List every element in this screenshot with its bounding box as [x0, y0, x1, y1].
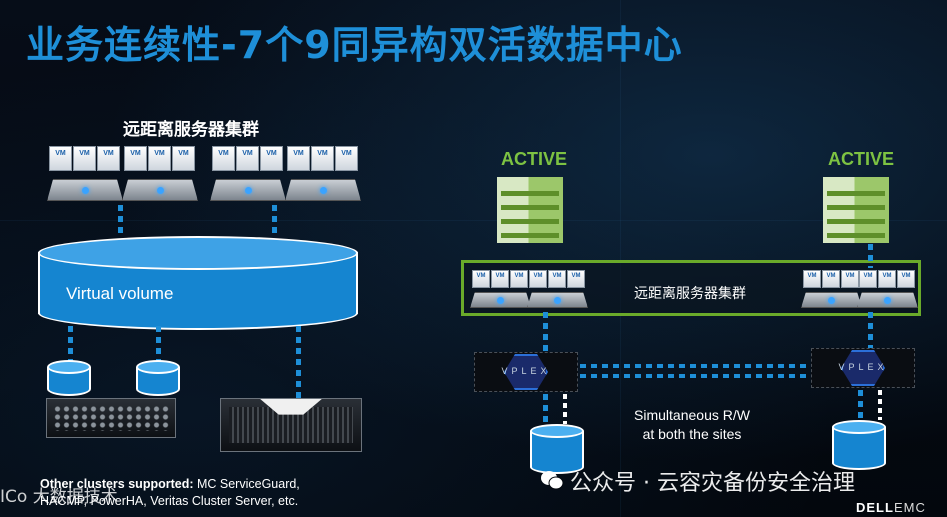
- vm-icon: VM: [260, 146, 283, 171]
- building-icon: [823, 177, 889, 243]
- grid-line: [0, 220, 947, 221]
- vm-icon: VM: [878, 270, 896, 288]
- vm-icon: VM: [859, 270, 877, 288]
- dell-emc-logo: DELLEMC: [856, 500, 926, 515]
- vm-icon: VM: [311, 146, 334, 171]
- disk-icon: [47, 360, 91, 396]
- vplex-label: VPLEX: [838, 362, 888, 372]
- vplex-appliance-left: VPLEX: [474, 352, 578, 392]
- virtual-volume: Virtual volume: [38, 236, 358, 330]
- connector-line: [878, 390, 882, 420]
- other-clusters-line2: HACMP, PowerHA, Veritas Cluster Server, …: [40, 494, 299, 508]
- vm-icon: VM: [567, 270, 585, 288]
- vm-icon: VM: [529, 270, 547, 288]
- vm-icon: VM: [212, 146, 235, 171]
- corner-watermark: ICo 大数据技术: [0, 487, 118, 507]
- connector-line: [868, 312, 873, 352]
- sim-line2: at both the sites: [642, 426, 742, 442]
- server-icon: [801, 292, 862, 308]
- simultaneous-rw-note: Simultaneous R/W at both the sites: [612, 406, 772, 444]
- grid-line: [620, 0, 621, 517]
- connector-line: [543, 394, 548, 424]
- vm-icon: VM: [97, 146, 120, 171]
- cluster-title: 远距离服务器集群: [123, 120, 259, 140]
- vm-icon: VM: [472, 270, 490, 288]
- wechat-icon: [541, 471, 564, 490]
- other-clusters-heading: Other clusters supported:: [40, 477, 194, 491]
- vm-icon: VM: [803, 270, 821, 288]
- connector-line: [272, 205, 277, 237]
- connector-line: [68, 326, 73, 362]
- connector-line: [868, 244, 873, 268]
- vm-icon: VM: [287, 146, 310, 171]
- server-icon: [210, 179, 286, 201]
- connector-line: [858, 390, 863, 420]
- vm-icon: VM: [548, 270, 566, 288]
- slide-title: 业务连续性-7个9同异构双活数据中心: [26, 23, 683, 67]
- virtual-volume-label: Virtual volume: [66, 284, 174, 303]
- disk-icon: [136, 360, 180, 396]
- connector-line: [563, 394, 567, 424]
- other-clusters-note: Other clusters supported: MC ServiceGuar…: [40, 476, 300, 510]
- connector-line: [543, 312, 548, 352]
- building-icon: [497, 177, 563, 243]
- connector-line: [118, 205, 123, 237]
- storage-array-icon: [46, 398, 176, 438]
- database-icon: [530, 424, 584, 474]
- vm-icon: VM: [897, 270, 915, 288]
- storage-array-icon: [220, 398, 362, 452]
- active-label-right: ACTIVE: [828, 149, 895, 169]
- vm-icon: VM: [172, 146, 195, 171]
- server-icon: [122, 179, 198, 201]
- connector-line: [156, 326, 161, 362]
- vm-icon: VM: [822, 270, 840, 288]
- vm-icon: VM: [491, 270, 509, 288]
- vplex-label: VPLEX: [501, 366, 551, 376]
- server-icon: [285, 179, 361, 201]
- server-icon: [47, 179, 123, 201]
- vm-icon: VM: [510, 270, 528, 288]
- vm-icon: VM: [236, 146, 259, 171]
- vm-icon: VM: [841, 270, 859, 288]
- vm-icon: VM: [148, 146, 171, 171]
- vm-icon: VM: [335, 146, 358, 171]
- other-clusters-line1: MC ServiceGuard,: [193, 477, 300, 491]
- vm-icon: VM: [49, 146, 72, 171]
- database-icon: [832, 420, 886, 470]
- active-label-left: ACTIVE: [501, 149, 568, 169]
- server-icon: [470, 292, 531, 308]
- vplex-appliance-right: VPLEX: [811, 348, 915, 388]
- server-icon: [857, 292, 918, 308]
- vm-icon: VM: [124, 146, 147, 171]
- server-icon: [527, 292, 588, 308]
- connector-line: [580, 374, 808, 378]
- watermark-text: 公众号 · 云容灾备份安全治理: [570, 471, 855, 496]
- cluster-box-label: 远距离服务器集群: [634, 286, 746, 302]
- sim-line1: Simultaneous R/W: [634, 407, 750, 423]
- connector-line: [296, 326, 301, 398]
- connector-line: [580, 364, 808, 368]
- vm-icon: VM: [73, 146, 96, 171]
